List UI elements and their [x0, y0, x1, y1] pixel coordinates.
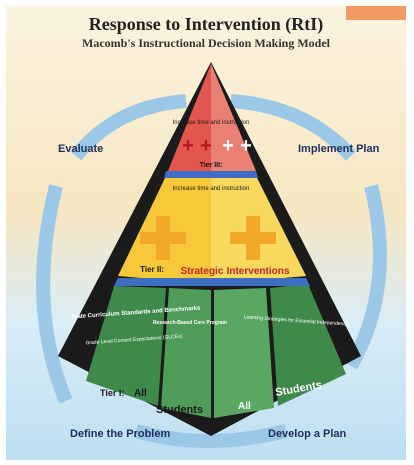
arrow-top-to-implement	[230, 94, 357, 161]
tier3-plus-2: +	[200, 135, 212, 157]
pyramid-graphic: Tier III: Increase time and instruction …	[36, 62, 387, 448]
corner-tab	[346, 6, 406, 20]
diagram-title: Response to Intervention (RtI)	[88, 14, 324, 34]
diagram-subtitle: Macomb's Instructional Decision Making M…	[82, 36, 330, 50]
develop-plan-label: Develop a Plan	[268, 428, 347, 440]
tier3-plus-3: +	[222, 135, 234, 157]
arrow-define-to-evaluate	[36, 184, 73, 404]
define-problem-label: Define the Problem	[70, 428, 171, 440]
tier1-header-strip	[114, 278, 310, 286]
tier3-section-right	[211, 64, 256, 174]
arrow-implement-to-develop	[344, 184, 387, 370]
tier2-header-strip	[164, 171, 258, 178]
tier1-students-left: Students	[156, 404, 203, 416]
tier1-panel-right	[270, 284, 346, 406]
tier1-all-right: All	[238, 401, 251, 412]
tier3-label: Tier III:	[200, 162, 223, 169]
tier2-plus-right-h	[230, 232, 276, 244]
tier2-name-left: Strategic	[181, 266, 224, 277]
evaluate-label: Evaluate	[58, 143, 104, 155]
tier1-panel-left	[86, 286, 166, 406]
tier3-plus-1: +	[182, 135, 194, 157]
tier1-label: Tier I:	[100, 388, 124, 398]
tier1-middle-text: Research-Based Core Program	[153, 320, 227, 326]
tier1-panel-center-right	[214, 288, 274, 418]
tier3-plus-4: +	[240, 135, 252, 157]
arrow-develop-to-define	[134, 424, 288, 448]
tier2-label: Tier II:	[140, 265, 164, 274]
diagram-frame: Response to Intervention (RtI) Macomb's …	[6, 6, 406, 460]
arrow-evaluate-to-top	[70, 94, 187, 161]
tier3-note: Increase time and instruction	[173, 120, 250, 126]
tier2-name-right: Interventions	[227, 266, 290, 277]
tier2-plus-left-h	[140, 232, 186, 244]
tier2-note: Increase time and instruction	[173, 186, 250, 192]
implement-plan-label: Implement Plan	[298, 143, 380, 155]
tier1-panel-middle	[161, 288, 211, 418]
tier1-all-left: All	[134, 388, 147, 399]
